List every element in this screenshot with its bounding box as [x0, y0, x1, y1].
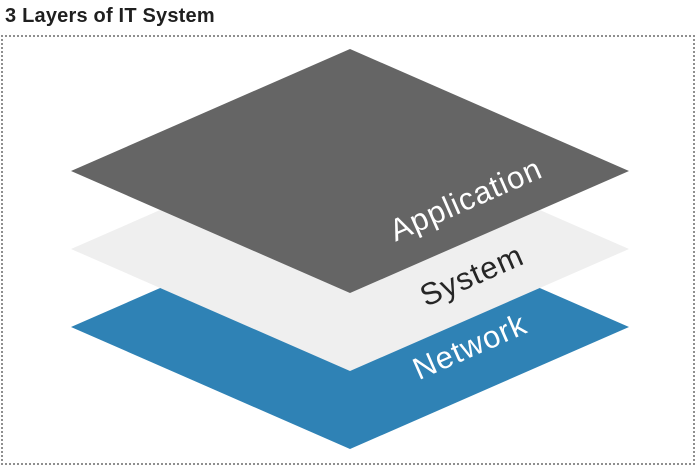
diagram-title: 3 Layers of IT System: [5, 5, 215, 27]
diagram-frame: [1, 35, 695, 465]
layer-application-shape: [71, 49, 629, 293]
